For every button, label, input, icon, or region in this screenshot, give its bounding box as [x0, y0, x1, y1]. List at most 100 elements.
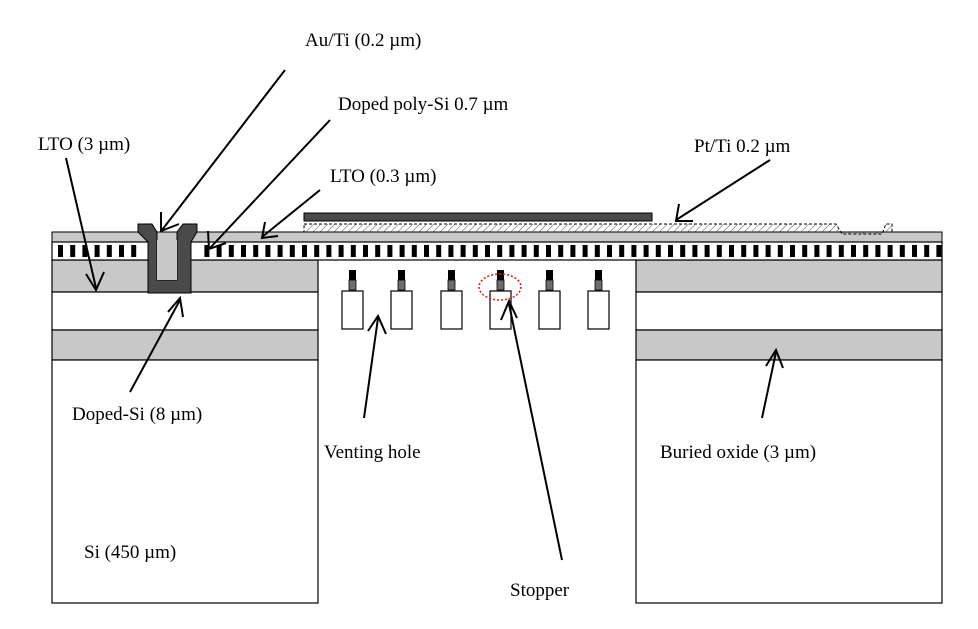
au-ti-top-plate	[303, 212, 653, 222]
arrow-lto-0-3	[260, 189, 321, 240]
poly-si-segment	[912, 245, 917, 257]
poly-si-segment	[350, 245, 356, 257]
poly-si-segment	[741, 245, 747, 257]
right-doped-si-layer	[635, 291, 943, 331]
poly-si-segment	[375, 245, 381, 257]
poly-si-segment	[558, 245, 564, 257]
poly-si-segment	[668, 245, 673, 257]
poly-si-segment	[863, 245, 869, 257]
poly-si-segment	[546, 245, 551, 257]
poly-si-segment	[472, 245, 478, 257]
label-lto-3: LTO (3 µm)	[38, 134, 130, 155]
poly-si-segment	[326, 245, 332, 257]
poly-si-segment	[753, 245, 759, 257]
poly-si-segment	[680, 245, 686, 257]
poly-si-segment	[570, 245, 576, 257]
leader-arrows	[65, 69, 784, 561]
right-si-substrate	[635, 359, 943, 604]
poly-si-segment	[399, 245, 405, 257]
poly-si-segment	[58, 245, 63, 257]
poly-si-segment	[216, 245, 222, 257]
label-venting-hole: Venting hole	[324, 442, 421, 463]
poly-si-segment	[289, 245, 295, 257]
label-doped-si: Doped-Si (8 µm)	[72, 404, 202, 425]
stopper	[341, 270, 364, 330]
label-doped-poly-si: Doped poly-Si 0.7 µm	[338, 94, 509, 115]
poly-si-segment	[411, 245, 417, 257]
doped-poly-si-membrane	[51, 241, 943, 261]
label-si-450: Si (450 µm)	[84, 542, 176, 563]
poly-si-segment	[729, 245, 734, 257]
arrow-au-ti	[160, 69, 286, 233]
poly-si-segment	[692, 245, 698, 257]
stopper-highlight-circle	[478, 273, 522, 301]
arrow-doped-si	[129, 295, 184, 393]
poly-si-segment	[387, 245, 393, 257]
poly-si-segment	[204, 245, 210, 257]
poly-si-segment	[119, 245, 124, 257]
stopper	[489, 270, 512, 330]
poly-si-segment	[436, 245, 442, 257]
label-pt-ti: Pt/Ti 0.2 µm	[694, 136, 791, 157]
poly-si-segment	[228, 245, 234, 257]
label-lto-0-3: LTO (0.3 µm)	[330, 166, 436, 187]
stopper	[587, 270, 610, 330]
poly-si-segment	[485, 245, 490, 257]
poly-si-segment	[106, 245, 112, 257]
stopper	[440, 270, 463, 330]
poly-si-segment	[82, 245, 88, 257]
left-buried-oxide-layer	[51, 329, 319, 361]
poly-si-segment	[704, 245, 710, 257]
stopper	[390, 270, 413, 330]
poly-si-segment	[94, 245, 100, 257]
poly-si-segment	[497, 245, 503, 257]
left-doped-si-layer	[51, 291, 319, 331]
poly-si-segment	[363, 245, 368, 257]
poly-si-segment	[509, 245, 515, 257]
poly-si-segment	[582, 245, 588, 257]
poly-si-segment	[765, 245, 771, 257]
poly-si-segment	[655, 245, 661, 257]
poly-si-segment	[887, 245, 893, 257]
poly-si-segment	[241, 245, 246, 257]
poly-si-segment	[253, 245, 259, 257]
poly-si-segment	[448, 245, 454, 257]
poly-si-segment	[70, 245, 76, 257]
poly-si-segment	[619, 245, 625, 257]
poly-si-segment	[338, 245, 344, 257]
poly-si-segment	[716, 245, 722, 257]
poly-si-segment	[521, 245, 527, 257]
left-substrate-stack	[51, 259, 319, 604]
left-si-substrate	[51, 359, 319, 604]
poly-si-segment	[777, 245, 783, 257]
arrow-venting-hole	[363, 313, 387, 419]
poly-si-segment	[131, 245, 137, 257]
right-buried-oxide-layer	[635, 329, 943, 361]
arrow-doped-poly-si	[207, 119, 331, 251]
label-buried-oxide: Buried oxide (3 µm)	[660, 442, 816, 463]
poly-si-segment	[826, 245, 832, 257]
poly-si-segment	[924, 245, 930, 257]
poly-si-segment	[838, 245, 844, 257]
label-au-ti: Au/Ti (0.2 µm)	[305, 30, 421, 51]
poly-si-segment	[607, 245, 612, 257]
poly-si-segment	[594, 245, 600, 257]
poly-si-segment	[631, 245, 637, 257]
arrow-lto-3	[65, 157, 105, 293]
poly-si-segment	[875, 245, 881, 257]
poly-si-segment	[424, 245, 429, 257]
stopper	[538, 270, 561, 330]
label-stopper: Stopper	[510, 580, 570, 601]
poly-si-segment	[533, 245, 539, 257]
poly-si-segment	[643, 245, 649, 257]
poly-si-segment	[314, 245, 320, 257]
stopper-structures	[341, 270, 610, 330]
au-ti-contact-via	[137, 223, 198, 294]
arrow-stopper	[500, 298, 563, 561]
poly-si-segment	[802, 245, 808, 257]
poly-si-segment	[936, 245, 942, 257]
right-substrate-stack	[635, 259, 943, 604]
poly-si-segment	[851, 245, 856, 257]
poly-si-segment	[790, 245, 795, 257]
